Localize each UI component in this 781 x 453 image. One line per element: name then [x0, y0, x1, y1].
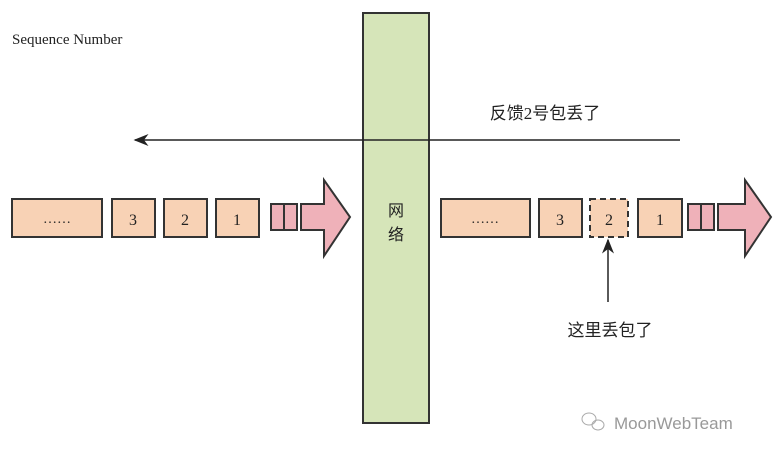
packet-1 [215, 198, 260, 238]
watermark: MoonWebTeam [614, 414, 733, 433]
right-packet-stream: …… 3 2 1 [440, 176, 773, 260]
network-label-1: 网 [388, 203, 404, 220]
wechat-icon [581, 412, 605, 431]
packet-label: 3 [556, 212, 564, 229]
direction-arrow [300, 176, 352, 260]
lost-packet-label: 2 [605, 212, 613, 229]
lost-packet-2 [589, 198, 629, 238]
packet-ellipsis [440, 198, 531, 238]
network-label-2: 络 [388, 225, 404, 244]
stream-segment [700, 203, 715, 231]
feedback-label: 反馈2号包丢了 [490, 104, 601, 123]
stream-segment [270, 203, 285, 231]
packet-3 [538, 198, 583, 238]
packet-label: 3 [129, 212, 137, 229]
packet-label: 1 [656, 212, 664, 229]
packet-label: …… [471, 212, 499, 227]
packet-label: 1 [233, 212, 241, 229]
loss-label: 这里丢包了 [568, 321, 653, 340]
packet-label: 2 [181, 212, 189, 229]
packet-3 [111, 198, 156, 238]
stream-segment [687, 203, 702, 231]
left-packet-stream: …… 3 2 1 [11, 176, 352, 260]
stream-segment [283, 203, 298, 231]
network-bar [362, 12, 430, 424]
packet-label: …… [43, 212, 71, 227]
direction-arrow [717, 176, 773, 260]
packet-1 [637, 198, 683, 238]
packet-ellipsis [11, 198, 103, 238]
title: Sequence Number [12, 32, 122, 48]
packet-2 [163, 198, 208, 238]
